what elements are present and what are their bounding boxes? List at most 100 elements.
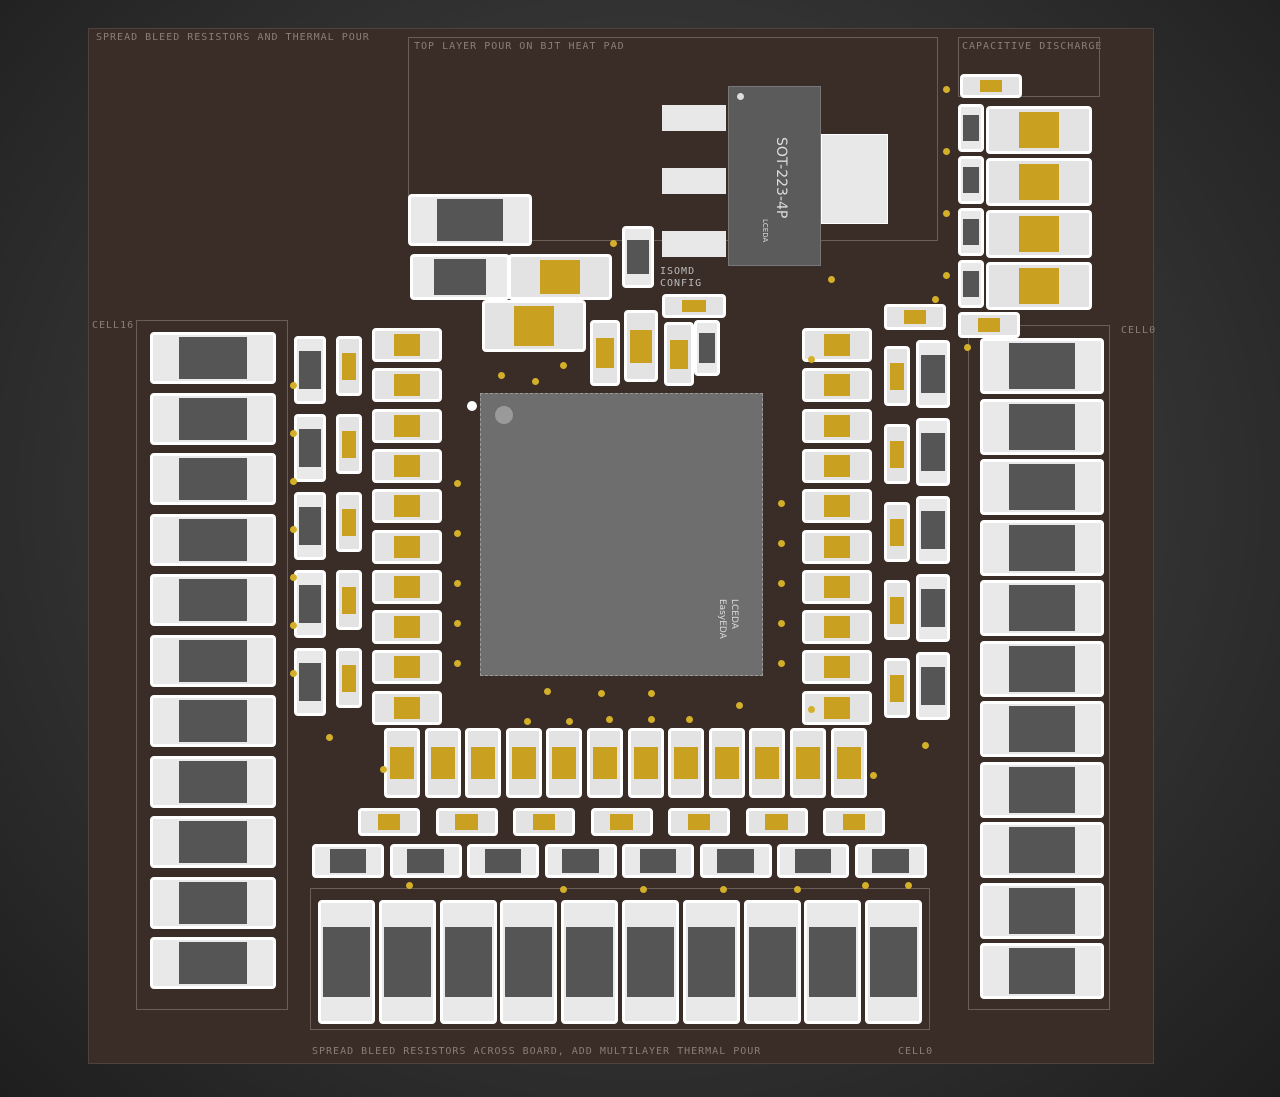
resistor-row-1[interactable] bbox=[312, 844, 384, 878]
cap-top-1[interactable] bbox=[508, 254, 612, 300]
cap-discharge-top[interactable] bbox=[960, 74, 1022, 98]
resistor-row-6[interactable] bbox=[699, 844, 772, 878]
cap-right-top[interactable] bbox=[884, 304, 946, 330]
cap-left-6[interactable] bbox=[372, 529, 442, 564]
res-left-small-1[interactable] bbox=[294, 336, 326, 404]
cap-right-9[interactable] bbox=[802, 650, 872, 685]
cap-left-3[interactable] bbox=[372, 408, 442, 443]
resistor-left-2[interactable] bbox=[150, 392, 276, 445]
resistor-right-10[interactable] bbox=[980, 882, 1104, 939]
resistor-right-1[interactable] bbox=[980, 338, 1104, 394]
cap-row-1[interactable] bbox=[358, 808, 420, 836]
cap-bottom-5[interactable] bbox=[546, 728, 583, 798]
resistor-left-9[interactable] bbox=[150, 816, 276, 868]
resistor-top-1[interactable] bbox=[408, 194, 532, 246]
cap-bottom-7[interactable] bbox=[627, 728, 664, 798]
resistor-right-5[interactable] bbox=[980, 580, 1104, 636]
res-discharge-2[interactable] bbox=[958, 156, 984, 204]
cap-top-2[interactable] bbox=[482, 300, 586, 352]
resistor-row-5[interactable] bbox=[622, 844, 694, 878]
resistor-row-7[interactable] bbox=[777, 844, 849, 878]
cap-discharge-3[interactable] bbox=[986, 210, 1092, 258]
cap-row-5[interactable] bbox=[668, 808, 730, 836]
cap-left-2[interactable] bbox=[372, 368, 442, 403]
resistor-left-1[interactable] bbox=[150, 332, 276, 384]
resistor-right-8[interactable] bbox=[980, 761, 1104, 818]
res-discharge-4[interactable] bbox=[958, 260, 984, 308]
cap-right-small-3[interactable] bbox=[884, 502, 910, 562]
resistor-left-7[interactable] bbox=[150, 695, 276, 747]
cap-row-2[interactable] bbox=[435, 808, 498, 836]
cap-right-4[interactable] bbox=[802, 448, 872, 483]
res-left-small-5[interactable] bbox=[294, 648, 326, 716]
cap-left-4[interactable] bbox=[372, 448, 442, 483]
cap-left-small-5[interactable] bbox=[336, 648, 362, 708]
cap-right-small-5[interactable] bbox=[884, 658, 910, 718]
res-discharge-1[interactable] bbox=[958, 104, 984, 152]
cap-bottom-2[interactable] bbox=[424, 728, 461, 798]
cap-left-5[interactable] bbox=[372, 489, 442, 524]
resistor-bottom-10[interactable] bbox=[865, 900, 923, 1024]
cap-left-small-3[interactable] bbox=[336, 492, 362, 552]
resistor-bottom-2[interactable] bbox=[378, 900, 436, 1024]
cap-right-7[interactable] bbox=[802, 569, 872, 604]
resistor-bottom-3[interactable] bbox=[439, 900, 497, 1024]
cap-bottom-8[interactable] bbox=[668, 728, 705, 798]
resistor-row-8[interactable] bbox=[854, 844, 927, 878]
cap-left-10[interactable] bbox=[372, 690, 442, 725]
cap-left-9[interactable] bbox=[372, 650, 442, 685]
cap-right-1[interactable] bbox=[802, 328, 872, 362]
cap-left-1[interactable] bbox=[372, 328, 442, 362]
cap-bottom-12[interactable] bbox=[830, 728, 867, 798]
resistor-row-4[interactable] bbox=[544, 844, 617, 878]
cap-row-4[interactable] bbox=[590, 808, 653, 836]
resistor-right-3[interactable] bbox=[980, 459, 1104, 515]
cap-right-small-4[interactable] bbox=[884, 580, 910, 640]
cap-discharge-4[interactable] bbox=[986, 262, 1092, 310]
resistor-right-9[interactable] bbox=[980, 822, 1104, 878]
resistor-right-6[interactable] bbox=[980, 640, 1104, 697]
resistor-left-4[interactable] bbox=[150, 513, 276, 566]
resistor-left-3[interactable] bbox=[150, 453, 276, 505]
cap-left-small-2[interactable] bbox=[336, 414, 362, 474]
res-left-small-4[interactable] bbox=[294, 570, 326, 638]
resistor-bottom-9[interactable] bbox=[804, 900, 862, 1024]
resistor-bottom-6[interactable] bbox=[622, 900, 679, 1024]
cap-right-8[interactable] bbox=[802, 610, 872, 645]
resistor-bottom-5[interactable] bbox=[561, 900, 619, 1024]
resistor-bottom-4[interactable] bbox=[500, 900, 558, 1024]
resistor-bottom-1[interactable] bbox=[318, 900, 375, 1024]
cap-discharge-1[interactable] bbox=[986, 106, 1092, 154]
resistor-bottom-8[interactable] bbox=[743, 900, 801, 1024]
resistor-row-2[interactable] bbox=[389, 844, 462, 878]
cap-row-7[interactable] bbox=[823, 808, 885, 836]
sot223-package[interactable]: SOT-223-4P LCEDA bbox=[728, 86, 821, 266]
cap-bottom-1[interactable] bbox=[384, 728, 420, 798]
cap-bottom-3[interactable] bbox=[465, 728, 502, 798]
resistor-left-11[interactable] bbox=[150, 937, 276, 989]
resistor-right-4[interactable] bbox=[980, 519, 1104, 576]
res-right-small-5[interactable] bbox=[916, 652, 950, 720]
cap-left-small-1[interactable] bbox=[336, 336, 362, 396]
res-top-small[interactable] bbox=[622, 226, 654, 288]
cap-bottom-6[interactable] bbox=[587, 728, 623, 798]
resistor-row-3[interactable] bbox=[467, 844, 539, 878]
res-discharge-3[interactable] bbox=[958, 208, 984, 256]
res-right-small-3[interactable] bbox=[916, 496, 950, 564]
cap-bottom-9[interactable] bbox=[708, 728, 745, 798]
res-right-small-2[interactable] bbox=[916, 418, 950, 486]
resistor-right-2[interactable] bbox=[980, 398, 1104, 455]
cap-top-v3[interactable] bbox=[664, 322, 694, 386]
cap-bottom-10[interactable] bbox=[749, 728, 786, 798]
cap-right-small-1[interactable] bbox=[884, 346, 910, 406]
resistor-left-8[interactable] bbox=[150, 755, 276, 808]
cap-right-6[interactable] bbox=[802, 529, 872, 564]
cap-row-3[interactable] bbox=[513, 808, 575, 836]
res-left-small-3[interactable] bbox=[294, 492, 326, 560]
cap-left-small-4[interactable] bbox=[336, 570, 362, 630]
cap-right-10[interactable] bbox=[802, 690, 872, 725]
resistor-right-11[interactable] bbox=[980, 943, 1104, 999]
cap-right-3[interactable] bbox=[802, 408, 872, 443]
cap-left-7[interactable] bbox=[372, 569, 442, 604]
